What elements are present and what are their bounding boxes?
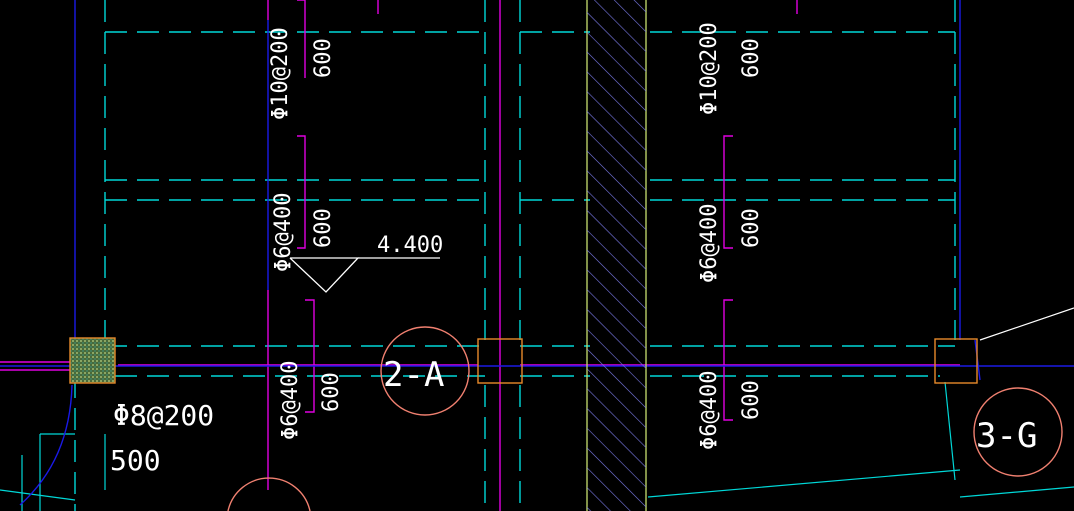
rebar-label: Φ6@400 xyxy=(271,193,296,272)
length-label: 500 xyxy=(110,444,161,477)
rebar-annotation-bottom[interactable]: Φ8@200 500 xyxy=(110,399,214,477)
rebar-label: Φ10@200 xyxy=(268,27,293,120)
leader-line xyxy=(979,307,1074,341)
rebar-label: Φ6@400 xyxy=(697,204,722,283)
rebar-label: Φ6@400 xyxy=(697,371,722,450)
rebar-annotation-mid-left[interactable]: Φ6@400 600 xyxy=(271,193,336,272)
column-outlines xyxy=(477,338,978,384)
section-marker-partial xyxy=(227,477,311,511)
rebar-annotation-top-right[interactable]: Φ10@200 600 xyxy=(697,22,764,115)
rebar-annotation-mid-right[interactable]: Φ6@400 600 xyxy=(697,204,764,283)
elevation-marker[interactable]: 4.400 xyxy=(289,233,443,293)
section-3g-label: 3-G xyxy=(976,416,1037,456)
hatched-wall xyxy=(587,0,646,511)
rebar-label: Φ6@400 xyxy=(278,361,303,440)
beam-dashed-outlines xyxy=(74,0,956,511)
length-label: 600 xyxy=(311,208,336,248)
rebar-label: Φ10@200 xyxy=(697,22,722,115)
length-label: 600 xyxy=(319,372,344,412)
rebar-lines-magenta xyxy=(0,0,960,511)
length-label: 600 xyxy=(739,38,764,78)
section-2a-label: 2-A xyxy=(383,355,444,395)
section-marker-3g[interactable]: 3-G xyxy=(973,387,1063,477)
slab-edge-lines xyxy=(0,381,1074,511)
rebar-annotation-low-left[interactable]: Φ6@400 600 xyxy=(278,361,344,440)
filled-column[interactable] xyxy=(69,337,116,384)
length-label: 600 xyxy=(739,208,764,248)
rebar-label: Φ8@200 xyxy=(113,399,214,432)
length-label: 600 xyxy=(311,38,336,78)
rebar-annotation-top-left[interactable]: Φ10@200 600 xyxy=(268,27,336,120)
rebar-annotation-low-right[interactable]: Φ6@400 600 xyxy=(697,371,764,450)
elevation-label: 4.400 xyxy=(377,233,443,258)
section-marker-2a[interactable]: 2-A xyxy=(380,326,470,416)
length-label: 600 xyxy=(739,380,764,420)
